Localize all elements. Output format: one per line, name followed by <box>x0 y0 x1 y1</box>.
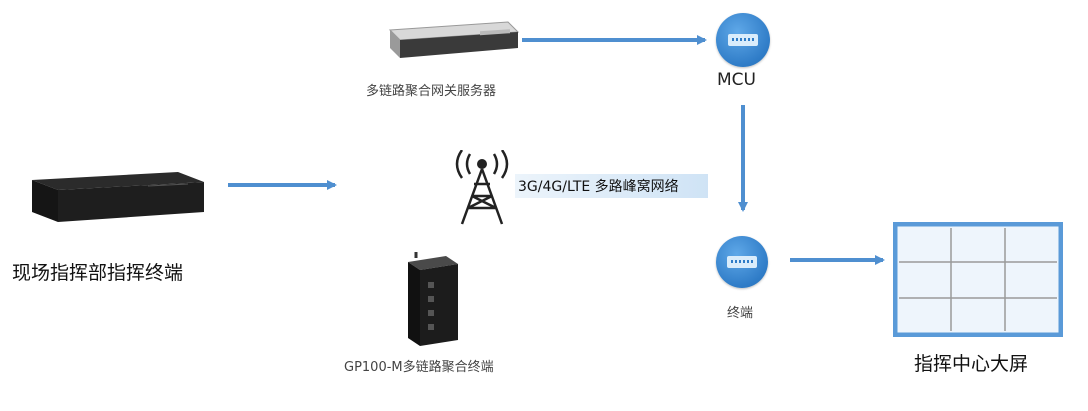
mcu-label: MCU <box>717 70 756 90</box>
terminal-label: 终端 <box>727 306 754 321</box>
mcu-device-icon <box>716 13 770 67</box>
terminal-device-icon <box>716 236 768 288</box>
video-wall-icon <box>893 222 1063 337</box>
cellular-network-label: 3G/4G/LTE 多路峰窝网络 <box>518 179 679 195</box>
big-screen-label: 指挥中心大屏 <box>914 353 1029 375</box>
gp100-terminal-label: GP100-M多链路聚合终端 <box>344 360 494 375</box>
network-band <box>515 174 708 198</box>
rack-server-icon <box>388 21 520 58</box>
desktop-box-icon <box>32 172 204 222</box>
cell-tower-icon <box>455 150 509 225</box>
field-terminal-label: 现场指挥部指挥终端 <box>12 262 184 284</box>
gateway-server-label: 多链路聚合网关服务器 <box>366 84 497 99</box>
industrial-terminal-icon <box>408 252 458 346</box>
